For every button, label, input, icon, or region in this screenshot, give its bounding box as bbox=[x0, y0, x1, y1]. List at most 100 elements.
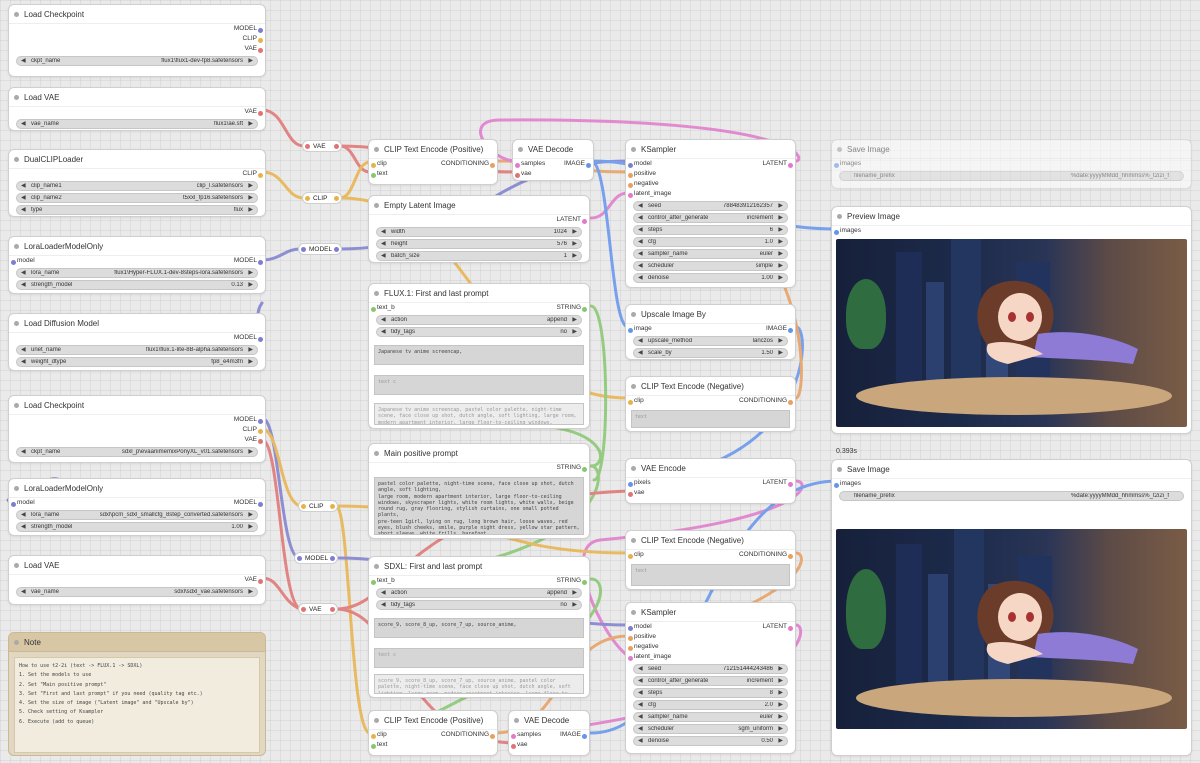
arrow-right-icon[interactable]: ▶ bbox=[248, 183, 253, 189]
input-clip[interactable]: clip bbox=[628, 397, 644, 405]
arrow-left-icon[interactable]: ◀ bbox=[381, 602, 386, 608]
vae-socket-icon[interactable] bbox=[628, 492, 633, 497]
input-samples[interactable]: samples bbox=[515, 160, 545, 168]
filename-prefix-widget[interactable]: filename_prefix%date:yyyyMMdd_hhmmss%_t2… bbox=[839, 491, 1184, 501]
arrow-left-icon[interactable]: ◀ bbox=[21, 359, 26, 365]
arrow-right-icon[interactable]: ▶ bbox=[248, 347, 253, 353]
latent-socket-icon[interactable] bbox=[788, 626, 793, 631]
input-positive[interactable]: positive bbox=[628, 633, 656, 641]
collapse-dot-icon[interactable] bbox=[14, 403, 19, 408]
arrow-right-icon[interactable]: ▶ bbox=[778, 714, 783, 720]
arrow-right-icon[interactable]: ▶ bbox=[572, 590, 577, 596]
image-socket-icon[interactable] bbox=[586, 163, 591, 168]
arrow-left-icon[interactable]: ◀ bbox=[638, 338, 643, 344]
output-vae[interactable]: VAE bbox=[244, 576, 263, 584]
arrow-right-icon[interactable]: ▶ bbox=[572, 253, 577, 259]
arrow-left-icon[interactable]: ◀ bbox=[381, 329, 386, 335]
vae-socket-icon[interactable] bbox=[330, 607, 335, 612]
collapse-dot-icon[interactable] bbox=[514, 718, 519, 723]
note-text[interactable]: How to use t2-2i (text -> FLUX.1 -> SDXL… bbox=[14, 657, 260, 753]
collapse-dot-icon[interactable] bbox=[374, 291, 379, 296]
arrow-right-icon[interactable]: ▶ bbox=[778, 203, 783, 209]
arrow-left-icon[interactable]: ◀ bbox=[21, 347, 26, 353]
output-conditioning[interactable]: CONDITIONING bbox=[739, 397, 793, 405]
arrow-right-icon[interactable]: ▶ bbox=[572, 602, 577, 608]
vae-socket-icon[interactable] bbox=[258, 48, 263, 53]
input-text-b[interactable]: text_b bbox=[371, 304, 395, 312]
input-latent-image[interactable]: latent_image bbox=[628, 190, 671, 198]
saved-image[interactable] bbox=[836, 529, 1187, 729]
save-image-flux-node[interactable]: Save Image images filename_prefix%date:y… bbox=[831, 139, 1192, 189]
collapse-dot-icon[interactable] bbox=[374, 203, 379, 208]
model-socket-icon[interactable] bbox=[258, 502, 263, 507]
arrow-left-icon[interactable]: ◀ bbox=[638, 666, 643, 672]
negative-prompt-textarea[interactable]: text bbox=[631, 410, 790, 428]
save-image-sdxl-node[interactable]: Save Image images filename_prefix%date:y… bbox=[831, 459, 1192, 756]
output-model[interactable]: MODEL bbox=[234, 334, 263, 342]
collapse-dot-icon[interactable] bbox=[14, 640, 19, 645]
combined-prompt-preview[interactable]: score_9, score_8_up, score_7_up, source_… bbox=[374, 674, 584, 694]
vae-socket-icon[interactable] bbox=[515, 173, 520, 178]
collapse-dot-icon[interactable] bbox=[631, 538, 636, 543]
output-latent[interactable]: LATENT bbox=[763, 623, 793, 631]
arrow-right-icon[interactable]: ▶ bbox=[778, 738, 783, 744]
model-socket-icon[interactable] bbox=[628, 626, 633, 631]
conditioning-socket-icon[interactable] bbox=[628, 646, 633, 651]
model-socket-icon[interactable] bbox=[628, 163, 633, 168]
arrow-right-icon[interactable]: ▶ bbox=[778, 275, 783, 281]
conditioning-socket-icon[interactable] bbox=[788, 400, 793, 405]
model-socket-icon[interactable] bbox=[258, 419, 263, 424]
arrow-left-icon[interactable]: ◀ bbox=[21, 270, 26, 276]
image-socket-icon[interactable] bbox=[834, 483, 839, 488]
output-string[interactable]: STRING bbox=[556, 304, 587, 312]
conditioning-socket-icon[interactable] bbox=[788, 554, 793, 559]
arrow-right-icon[interactable]: ▶ bbox=[778, 702, 783, 708]
reroute-clip-sdxl[interactable]: CLIP bbox=[298, 500, 338, 512]
arrow-left-icon[interactable]: ◀ bbox=[638, 350, 643, 356]
arrow-right-icon[interactable]: ▶ bbox=[778, 678, 783, 684]
arrow-right-icon[interactable]: ▶ bbox=[248, 195, 253, 201]
output-image[interactable]: IMAGE bbox=[564, 160, 591, 168]
output-image[interactable]: IMAGE bbox=[560, 731, 587, 739]
arrow-left-icon[interactable]: ◀ bbox=[638, 251, 643, 257]
string-socket-icon[interactable] bbox=[582, 307, 587, 312]
input-images[interactable]: images bbox=[834, 480, 861, 488]
conditioning-socket-icon[interactable] bbox=[490, 734, 495, 739]
arrow-left-icon[interactable]: ◀ bbox=[638, 227, 643, 233]
arrow-right-icon[interactable]: ▶ bbox=[248, 58, 253, 64]
arrow-right-icon[interactable]: ▶ bbox=[778, 251, 783, 257]
output-clip[interactable]: CLIP bbox=[243, 426, 263, 434]
collapse-dot-icon[interactable] bbox=[631, 610, 636, 615]
main-positive-prompt-node[interactable]: Main positive prompt STRING pastel color… bbox=[368, 443, 590, 539]
collapse-dot-icon[interactable] bbox=[374, 564, 379, 569]
collapse-dot-icon[interactable] bbox=[374, 451, 379, 456]
input-positive[interactable]: positive bbox=[628, 170, 656, 178]
collapse-dot-icon[interactable] bbox=[837, 467, 842, 472]
arrow-left-icon[interactable]: ◀ bbox=[381, 590, 386, 596]
last-prompt-textarea[interactable]: text c bbox=[374, 375, 584, 395]
image-socket-icon[interactable] bbox=[582, 734, 587, 739]
input-images[interactable]: images bbox=[834, 160, 861, 168]
clip-socket-icon[interactable] bbox=[330, 504, 335, 509]
arrow-left-icon[interactable]: ◀ bbox=[638, 726, 643, 732]
vae-socket-icon[interactable] bbox=[258, 579, 263, 584]
collapse-dot-icon[interactable] bbox=[14, 563, 19, 568]
latent-socket-icon[interactable] bbox=[582, 219, 587, 224]
input-text-b[interactable]: text_b bbox=[371, 577, 395, 585]
main-prompt-textarea[interactable]: pastel color palette, night-time scene, … bbox=[374, 477, 584, 535]
preview-image[interactable] bbox=[836, 239, 1187, 427]
output-conditioning[interactable]: CONDITIONING bbox=[739, 551, 793, 559]
